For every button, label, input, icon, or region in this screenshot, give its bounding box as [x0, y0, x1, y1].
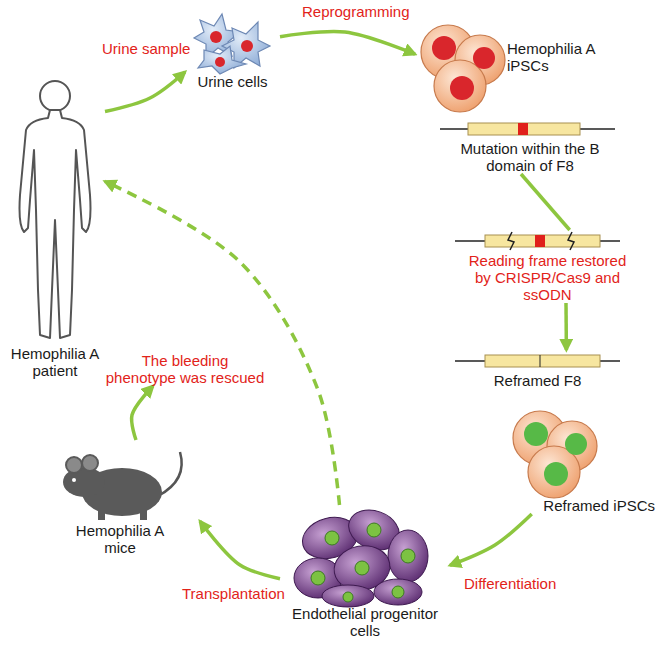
cell-node: Reframed iPSCs [510, 405, 655, 514]
endothelial-cells-part [401, 549, 415, 563]
node-label: Reframed F8 [455, 372, 620, 389]
gene-node: Reading frame restored by CRISPR/Cas9 an… [455, 230, 640, 303]
step-label: Transplantation [180, 585, 287, 602]
ipsc-cells-part [450, 76, 474, 100]
node-label: Mutation within the B domain of F8 [445, 140, 615, 174]
endothelial-cells [294, 503, 428, 607]
endothelial-cells-part [355, 561, 369, 575]
step-label: Reprogramming [300, 3, 412, 20]
endothelial-cells-part [343, 592, 353, 602]
gene-bar-mutant-part [518, 123, 528, 135]
reframed-ipsc-cells-part [544, 462, 568, 486]
gene-node: Mutation within the B domain of F8 [440, 118, 620, 174]
cell-node: Urine cells [185, 8, 280, 90]
node-label: Reframed iPSCs [510, 497, 655, 514]
gene-bar-cut-part [535, 235, 545, 247]
patient-figure-part [40, 81, 70, 111]
ipsc-cells-part [434, 60, 486, 112]
ipsc-cells-part [473, 47, 495, 69]
gene-bar-mutant [440, 123, 615, 135]
gene-bar-cut [455, 232, 620, 250]
mouse-figure-part [66, 457, 82, 473]
reframed-ipsc-cells-part [565, 433, 587, 455]
node-label: Urine cells [185, 73, 280, 90]
flow-arrow [105, 72, 185, 112]
reframed-ipsc-cells-part [524, 422, 548, 446]
outcome-node: The bleeding phenotype was rescued [105, 352, 265, 386]
reframed-ipsc-cells [513, 411, 597, 498]
urine-cells-part [241, 40, 253, 52]
urine-cells [194, 14, 270, 74]
flow-arrow [200, 521, 280, 579]
gene-bar-reframed-part [485, 355, 600, 367]
flow-arrow [564, 303, 568, 350]
mouse-figure-part [98, 510, 105, 520]
mouse-figure-part [140, 510, 147, 520]
mouse-figure-part [72, 478, 76, 482]
step-label: Differentiation [462, 575, 558, 592]
gene-node: Reframed F8 [455, 350, 620, 389]
patient-node: Hemophilia A patient [5, 75, 105, 379]
endothelial-cells-part [392, 586, 404, 598]
node-label: Hemophilia A patient [5, 345, 105, 379]
node-label: Reading frame restored by CRISPR/Cas9 an… [465, 252, 630, 303]
flow-arrow [280, 31, 415, 54]
patient-figure-part [20, 110, 91, 338]
step-label: Urine sample [100, 40, 192, 57]
endothelial-cells-part [325, 531, 339, 545]
node-label: The bleeding phenotype was rescued [105, 352, 265, 386]
endothelial-cells-part [374, 579, 422, 605]
endothelial-cells-part [367, 523, 381, 537]
gene-bar-cut-part [508, 232, 514, 250]
mouse-figure-part [82, 455, 98, 471]
ipsc-cells [421, 25, 505, 112]
patient-figure [20, 81, 91, 338]
node-label: Endothelial progenitor cells [280, 605, 450, 639]
urine-cells-part [198, 46, 246, 74]
node-label: Hemophilia A mice [70, 522, 170, 556]
mouse-node: Hemophilia A mice [40, 440, 200, 556]
endothelial-cells-part [388, 530, 428, 582]
gene-bar-reframed [455, 355, 620, 367]
endothelial-cells-part [322, 585, 374, 607]
mouse-figure [63, 452, 182, 520]
urine-cells-part [210, 31, 222, 43]
ipsc-cells-part [432, 36, 456, 60]
node-label: Hemophilia A iPSCs [507, 40, 620, 74]
flow-arrow [450, 514, 532, 565]
urine-cells-part [215, 57, 225, 67]
endothelial-cells-part [311, 571, 325, 585]
gene-bar-mutant-part [468, 123, 580, 135]
flow-arrow [105, 181, 340, 505]
flow-arrow [521, 174, 570, 230]
cell-node: Hemophilia A iPSCs [415, 22, 620, 114]
flow-arrow [132, 386, 153, 440]
gene-bar-cut-part [485, 235, 600, 247]
gene-bar-cut-part [568, 232, 574, 250]
gene-bar-reframed-part [540, 355, 541, 367]
cell-node: Endothelial progenitor cells [280, 505, 450, 639]
